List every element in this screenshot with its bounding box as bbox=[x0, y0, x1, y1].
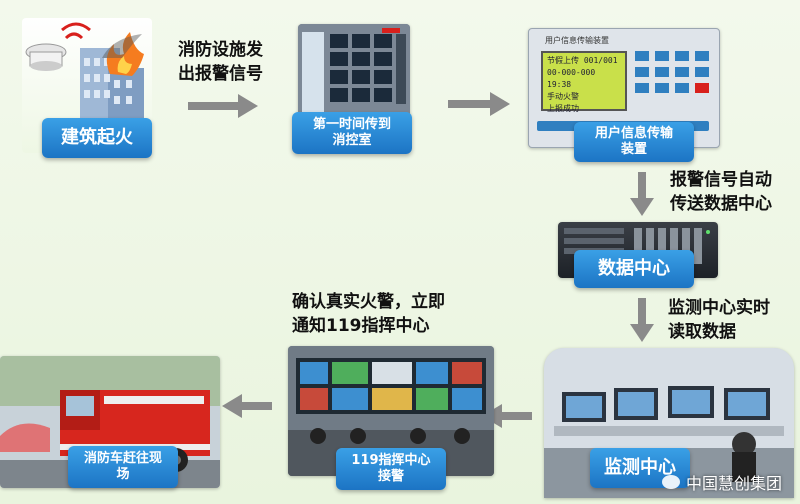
arrow-right-2 bbox=[448, 92, 510, 116]
wechat-icon bbox=[661, 475, 680, 489]
device-keypad bbox=[635, 51, 709, 93]
step-label-building-fire: 建筑起火 bbox=[42, 118, 152, 158]
note-fire-facility-alarm: 消防设施发 出报警信号 bbox=[178, 40, 263, 84]
lcd-line-4: 上报成功 bbox=[547, 104, 579, 113]
note-auto-transfer: 报警信号自动 传送数据中心 bbox=[670, 170, 772, 214]
step-label-data-center: 数据中心 bbox=[574, 250, 694, 288]
arrow-down-1 bbox=[630, 172, 654, 216]
arrow-right-1 bbox=[188, 94, 258, 118]
arrow-left-2 bbox=[222, 394, 272, 418]
lcd-line-2: 00-000-000 19:38 bbox=[547, 68, 596, 89]
step-label-command-center: 119指挥中心 接警 bbox=[336, 448, 446, 490]
note-read-data: 监测中心实时 读取数据 bbox=[668, 298, 770, 342]
watermark-text: 中国慧创集团 bbox=[685, 474, 782, 493]
step-label-fire-truck: 消防车赶往现 场 bbox=[68, 446, 178, 488]
device-screen-title: 用户信息传输装置 bbox=[545, 36, 609, 45]
device-lcd: 节假上传 001/001 00-000-000 19:38 手动火警 上报成功 bbox=[541, 51, 627, 113]
arrow-down-2 bbox=[630, 298, 654, 342]
watermark: 中国慧创集团 bbox=[661, 470, 782, 494]
lcd-line-3: 手动火警 bbox=[547, 92, 579, 101]
step-label-transmission-device: 用户信息传输 装置 bbox=[574, 122, 694, 162]
step-label-control-room: 第一时间传到 消控室 bbox=[292, 112, 412, 154]
lcd-line-1: 节假上传 001/001 bbox=[547, 56, 618, 65]
note-confirm-fire: 确认真实火警，立即 通知119指挥中心 bbox=[292, 292, 445, 336]
